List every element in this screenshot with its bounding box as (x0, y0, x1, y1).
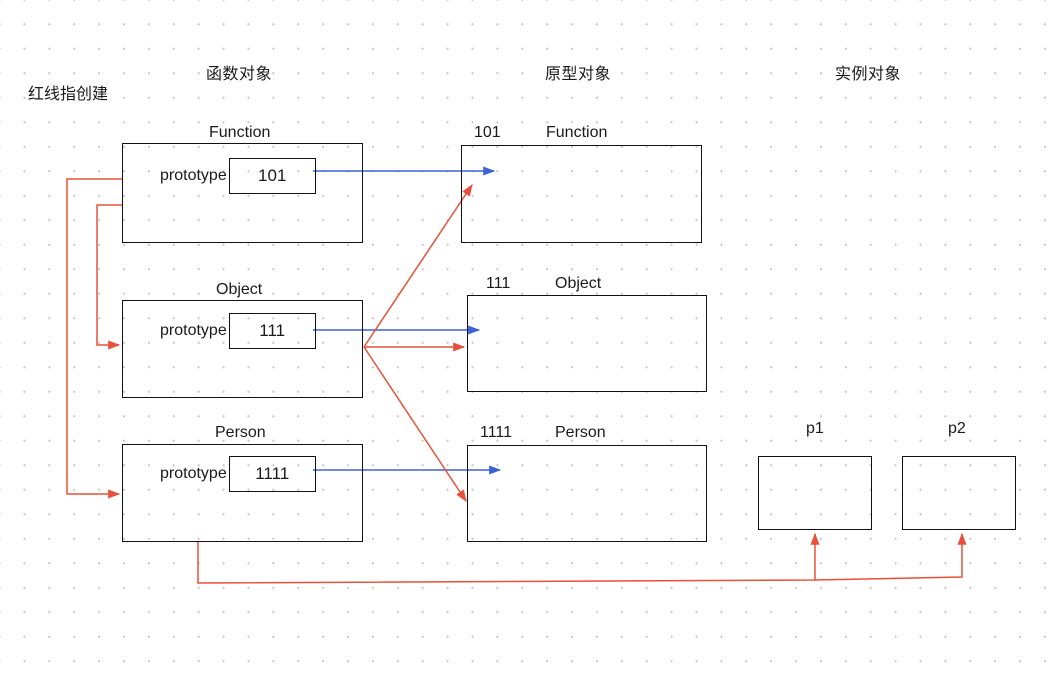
function-prototype-box[interactable] (461, 145, 702, 243)
function-box-label: Function (209, 124, 271, 141)
person-prototype-row: prototype 1111 (160, 456, 316, 492)
junction-to-function-proto (363, 184, 473, 348)
function-creates-person-fn (66, 178, 122, 499)
object-prototype-value[interactable]: 111 (228, 313, 316, 349)
object-prototype-id: 111 (486, 275, 511, 292)
object-prototype-label: Object (555, 275, 602, 292)
person-prototype-id: 1111 (480, 424, 513, 441)
object-prototype-row: prototype 111 (160, 313, 316, 349)
person-prototype-label: Person (555, 424, 606, 441)
junction-to-person-proto (363, 346, 467, 503)
function-object-box[interactable] (122, 143, 363, 243)
object-prototype-box[interactable] (467, 295, 707, 392)
column-header-instance-objects: 实例对象 (835, 66, 902, 83)
object-box-label: Object (216, 281, 263, 298)
person-object-box[interactable] (122, 444, 363, 542)
person-prototype-key: prototype (160, 465, 227, 482)
function-prototype-id: 101 (474, 124, 501, 141)
p1-instance-box[interactable] (758, 456, 872, 530)
function-prototype-label: Function (546, 124, 608, 141)
column-header-prototype-objects: 原型对象 (545, 66, 612, 83)
p2-label: p2 (948, 420, 966, 437)
person-prototype-value[interactable]: 1111 (228, 456, 316, 492)
person-box-label: Person (215, 424, 266, 441)
function-prototype-key: prototype (160, 167, 227, 184)
function-prototype-value[interactable]: 101 (228, 158, 316, 194)
person-creates-p2 (814, 532, 967, 581)
legend-note: 红线指创建 (28, 86, 109, 103)
p2-instance-box[interactable] (902, 456, 1016, 530)
function-prototype-row: prototype 101 (160, 158, 316, 194)
p1-label: p1 (806, 420, 824, 437)
column-header-function-objects: 函数对象 (206, 66, 273, 83)
person-prototype-box[interactable] (467, 445, 707, 542)
function-creates-object-fn (96, 204, 122, 350)
object-prototype-key: prototype (160, 322, 227, 339)
object-object-box[interactable] (122, 300, 363, 398)
